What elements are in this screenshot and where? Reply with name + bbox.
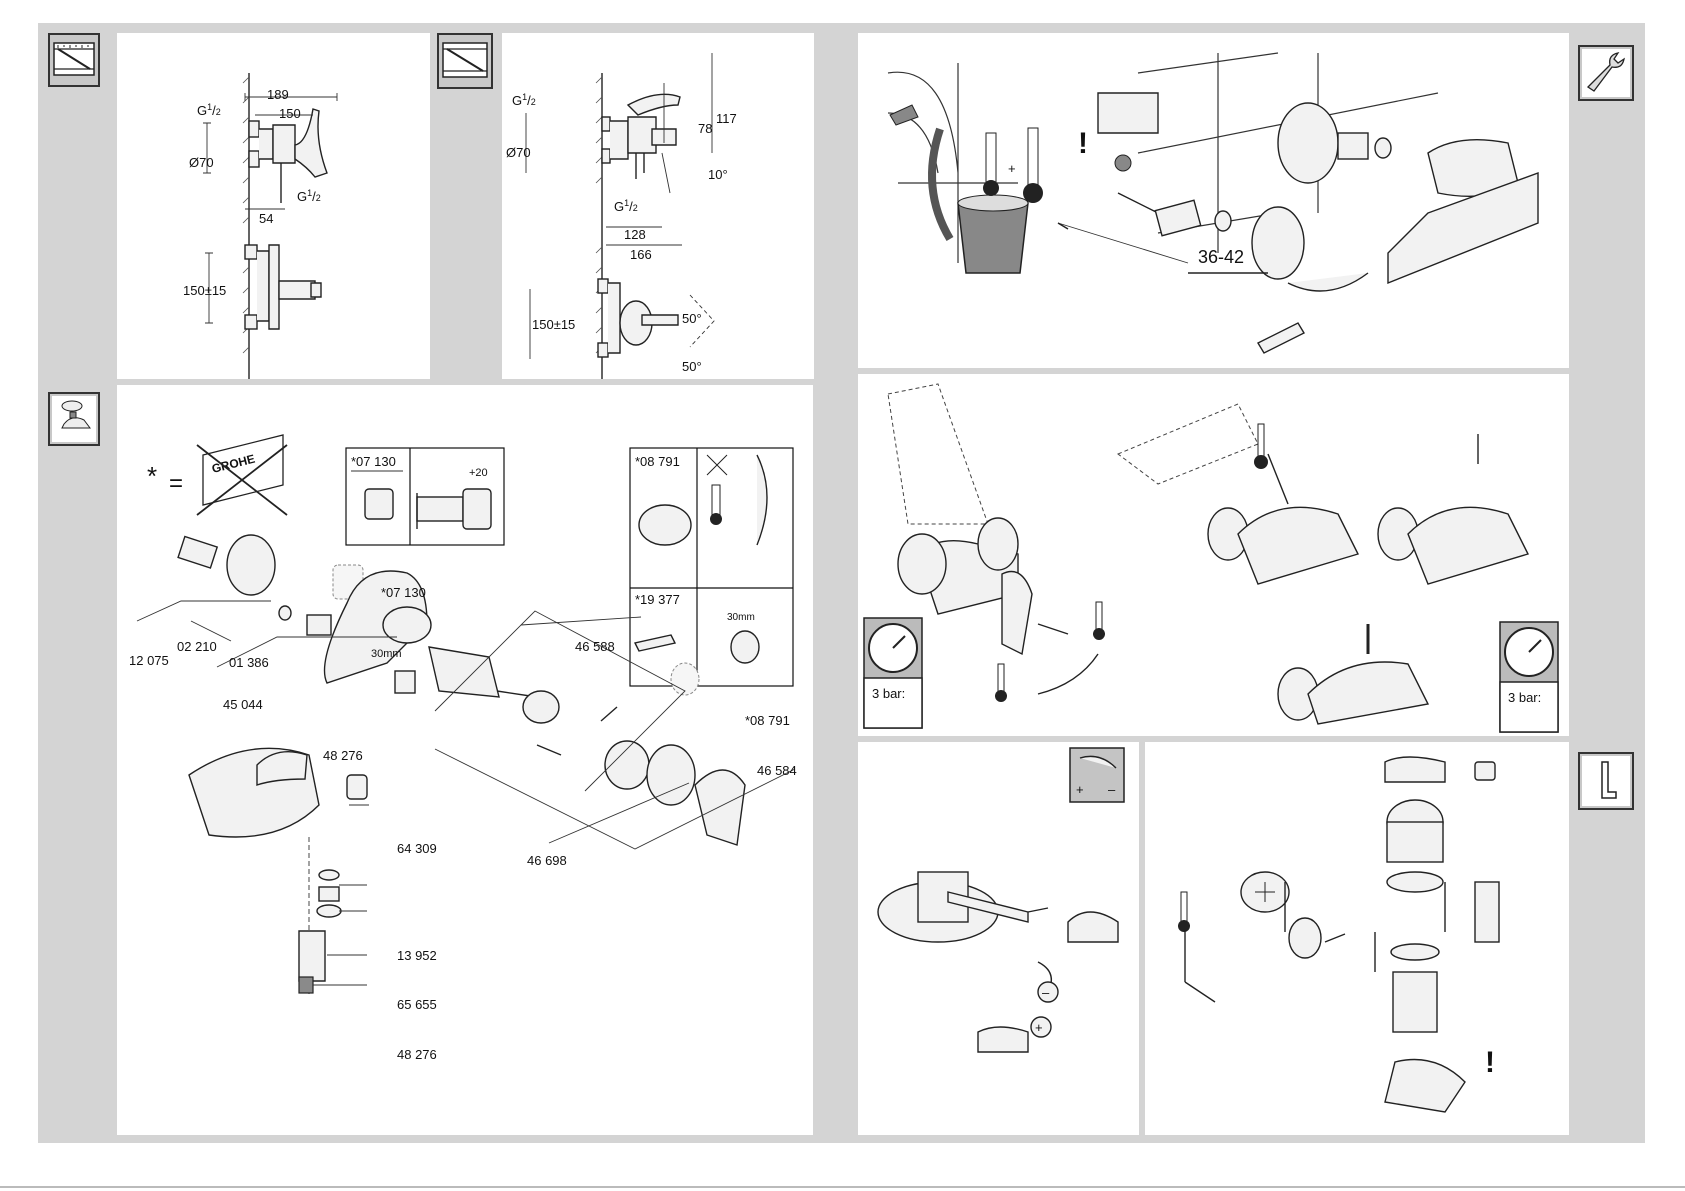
equals-symbol: = — [169, 470, 183, 497]
dim-189: 189 — [267, 87, 289, 102]
part-12075: 12 075 — [129, 653, 169, 668]
panel-spare-parts: * = GROHE *07 130 +20 *08 791 *19 377 30… — [117, 385, 813, 1135]
part-48276-a: 48 276 — [323, 748, 363, 763]
dim-128: 128 — [624, 227, 646, 242]
warning-mark: ! — [1078, 127, 1088, 160]
box-07130-dim: +20 — [469, 467, 488, 479]
box-07130-code: *07 130 — [351, 454, 396, 469]
dimensions-icon-2 — [437, 33, 493, 89]
dim-117: 117 — [716, 111, 737, 126]
box-08791 — [630, 448, 793, 686]
panel-temp-adjust: + – – + — [858, 742, 1139, 1135]
dim-78: 78 — [698, 121, 712, 136]
flow-minus: – — [1108, 782, 1116, 797]
dim-g-top-b: G1/2 — [512, 92, 536, 108]
part-46698: 46 698 — [527, 853, 567, 868]
box-08791-code: *08 791 — [635, 454, 680, 469]
allen-key-icon — [1578, 752, 1634, 810]
footer-rule — [0, 1186, 1685, 1188]
temp-plus: + — [1035, 1020, 1043, 1035]
part-65655: 65 655 — [397, 997, 437, 1012]
part-02210: 02 210 — [177, 639, 217, 654]
dim-dia70: Ø70 — [189, 155, 214, 170]
part-08791: *08 791 — [745, 713, 790, 728]
panel-installation: + ! 36-42 — [858, 33, 1569, 368]
part-01386: 01 386 — [229, 655, 269, 670]
dim-g-bottom: G1/2 — [297, 188, 321, 204]
pressure-left-label: 3 bar: — [872, 686, 905, 701]
part-48276-b: 48 276 — [397, 1047, 437, 1062]
part-46588: 46 588 — [575, 639, 615, 654]
dim-150-15-b: 150±15 — [532, 317, 575, 332]
dim-angle-50-top: 50° — [682, 311, 702, 326]
dim-150: 150 — [279, 106, 301, 121]
part-45044: 45 044 — [223, 697, 263, 712]
dim-166: 166 — [630, 247, 652, 262]
warning-mark-2: ! — [1485, 1046, 1495, 1079]
box-19377-code: *19 377 — [635, 592, 680, 607]
box-19377-nut: 30mm — [727, 612, 755, 623]
spare-parts-icon — [48, 392, 100, 446]
panel-dimensions-bath: G1/2 Ø70 117 78 10° G1/2 128 166 50° 50°… — [502, 33, 814, 379]
dim-angle-50-bottom: 50° — [682, 359, 702, 374]
hot-cold-plus: + — [1008, 161, 1016, 176]
dimensions-icon — [48, 33, 100, 87]
dim-g-mid: G1/2 — [614, 198, 638, 214]
part-30mm: 30mm — [371, 648, 402, 660]
part-46584: 46 584 — [757, 763, 797, 778]
dim-150-15: 150±15 — [183, 283, 226, 298]
flow-plus: + — [1076, 782, 1084, 797]
dim-dia70-b: Ø70 — [506, 145, 531, 160]
panel-operation: 3 bar: 3 bar: — [858, 374, 1569, 736]
part-07130: *07 130 — [381, 585, 426, 600]
dim-54: 54 — [259, 211, 273, 226]
part-64309: 64 309 — [397, 841, 437, 856]
wrench-icon — [1578, 45, 1634, 101]
part-13952: 13 952 — [397, 948, 437, 963]
star-symbol: * — [147, 461, 157, 491]
panel-cartridge: ! — [1145, 742, 1569, 1135]
panel-dimensions-shower: 189 150 G1/2 Ø70 G1/2 54 150±15 — [117, 33, 430, 379]
wrench-size-label: 36-42 — [1198, 247, 1244, 267]
dim-g-top: G1/2 — [197, 102, 221, 118]
dim-angle-10: 10° — [708, 167, 728, 182]
pressure-right-label: 3 bar: — [1508, 690, 1541, 705]
temp-minus: – — [1042, 985, 1050, 1000]
